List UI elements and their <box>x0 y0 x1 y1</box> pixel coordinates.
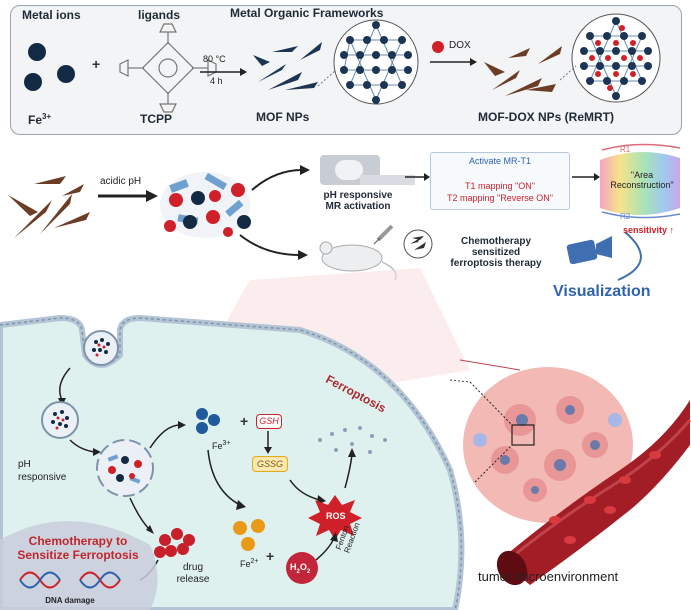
dox-label: DOX <box>449 40 471 51</box>
mof-dox-shards <box>484 46 562 96</box>
chemo-sensitize-title: Chemotherapy to Sensitize Ferroptosis <box>2 534 154 562</box>
blood-vessel <box>496 400 691 586</box>
area-reconstruction-blob <box>600 151 680 215</box>
ph-responsive-label: pH responsive MR activation <box>308 190 408 212</box>
chemo-title-line1: Chemotherapy to <box>28 534 128 548</box>
chemo-therapy-label: Chemotherapy sensitized ferroptosis ther… <box>436 236 556 269</box>
plus-h2o2: + <box>266 548 275 564</box>
metal-ions-label: Metal ions <box>22 8 81 22</box>
t2-mapping-label: T2 mapping "Reverse ON" <box>447 193 553 203</box>
tcpp-structure <box>119 23 217 113</box>
fe3-charge: 3+ <box>222 440 231 447</box>
fe-charge: 3+ <box>42 112 52 121</box>
metal-ion-dots <box>24 43 75 91</box>
plus-sign: + <box>92 56 101 72</box>
area-reconstruction-label: "Area Reconstruction" <box>604 170 680 190</box>
ph-resp-line1: pH responsive <box>323 190 393 201</box>
tumor-illustration <box>463 367 633 523</box>
sensitivity-arrow-icon: ↑ <box>669 225 675 235</box>
visualization-label: Visualization <box>553 283 651 300</box>
dox-dot <box>432 41 444 53</box>
mof-lattice <box>317 19 419 105</box>
ros-label: ROS <box>326 511 346 521</box>
area-line1: "Area <box>630 170 654 180</box>
nps-cluster-left <box>8 176 90 238</box>
sensitivity-text: sensitivity <box>623 225 668 235</box>
drug-line1: drug <box>182 562 203 573</box>
acidic-ph-label: acidic pH <box>100 176 142 187</box>
fe3-text: Fe <box>212 441 223 451</box>
activate-mr-label: Activate MR-T1 <box>468 156 531 166</box>
fe2-charge: 2+ <box>250 558 259 565</box>
chemo-line1: Chemotherapy <box>460 236 531 247</box>
remrt-lattice <box>559 13 661 103</box>
h2o2-h: H <box>290 562 297 572</box>
mouse-icon <box>319 241 397 281</box>
tcpp-label: TCPP <box>140 112 173 126</box>
h2o2-sub1: 2 <box>296 568 300 575</box>
fe-label: Fe3+ <box>28 112 51 127</box>
ph-responsive-cell-label: pH responsive <box>18 458 66 484</box>
h2o2-sub2: 2 <box>306 568 311 575</box>
fe2-text: Fe <box>240 559 251 569</box>
t1-mapping-label: T1 mapping "ON" <box>465 181 535 191</box>
tumor-microenvironment-label: tumor microenvironment <box>478 569 619 584</box>
gsh-box: GSH <box>256 414 282 429</box>
nps-inset-circle <box>403 229 433 259</box>
mof-nps-label: MOF NPs <box>256 110 310 124</box>
dna-helix <box>19 571 121 589</box>
syringe-icon <box>373 224 394 245</box>
fe2-label: Fe2+ <box>240 558 259 569</box>
r2-label: R2 <box>620 212 631 221</box>
ph-resp-cell-line1: pH <box>18 459 31 470</box>
chemo-title-line2: Sensitize Ferroptosis <box>17 548 139 562</box>
ligands-label: ligands <box>138 8 181 22</box>
r1-label: R1 <box>620 145 631 154</box>
mri-scanner-icon <box>320 155 415 185</box>
ros-burst <box>308 495 362 540</box>
degraded-particles <box>160 172 251 238</box>
time-label: 4 h <box>210 76 223 86</box>
mof-shards <box>253 42 322 90</box>
fe3-label: Fe3+ <box>212 440 231 451</box>
nucleus <box>0 521 158 610</box>
ph-resp-line2: MR activation <box>325 201 391 212</box>
temp-label: 80 °C <box>203 54 226 64</box>
remrt-label: MOF-DOX NPs (ReMRT) <box>478 110 614 124</box>
h2o2-label: H2O2 <box>290 562 310 575</box>
ph-resp-cell-line2: responsive <box>18 472 67 483</box>
gssg-box: GSSG <box>252 456 288 472</box>
area-line2: Reconstruction" <box>610 180 674 190</box>
h2o2-circle <box>286 552 318 584</box>
chemo-line2: sensitized <box>471 247 521 258</box>
drug-release-label: drug release <box>168 562 218 586</box>
plus-gsh: + <box>240 413 249 429</box>
mr-activation-box <box>430 152 570 210</box>
sensitivity-label: sensitivity ↑ <box>623 225 674 235</box>
chemo-line3: ferroptosis therapy <box>450 258 542 269</box>
drug-line2: release <box>176 574 210 585</box>
camera-icon <box>566 236 612 265</box>
h2o2-o: O <box>299 562 307 572</box>
mof-title: Metal Organic Frameworks <box>230 6 384 20</box>
dna-damage-label: DNA damage <box>45 596 95 605</box>
fe-text: Fe <box>28 113 43 127</box>
